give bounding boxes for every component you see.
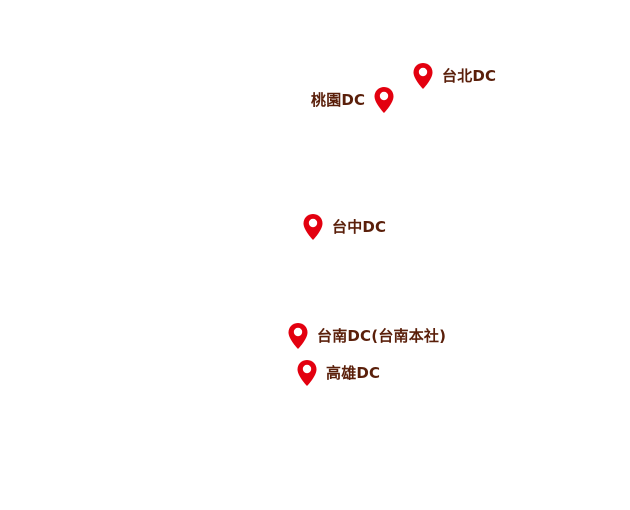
- location-label-tainan: 台南DC(台南本社): [317, 326, 447, 345]
- map-pin-icon: [296, 359, 318, 387]
- map-pin-icon: [287, 322, 309, 350]
- map-pin-icon: [412, 62, 434, 90]
- map-pin-icon: [373, 86, 395, 114]
- location-marker-taoyuan[interactable]: 桃園DC: [311, 86, 395, 114]
- location-label-taoyuan: 桃園DC: [311, 90, 366, 109]
- location-marker-tainan[interactable]: 台南DC(台南本社): [287, 322, 446, 350]
- location-marker-kaohsiung[interactable]: 高雄DC: [296, 359, 380, 387]
- map-pin-icon: [302, 213, 324, 241]
- location-label-kaohsiung: 高雄DC: [326, 363, 381, 382]
- location-marker-taichung[interactable]: 台中DC: [302, 213, 386, 241]
- location-label-taichung: 台中DC: [332, 217, 387, 236]
- location-marker-taipei[interactable]: 台北DC: [412, 62, 496, 90]
- location-label-taipei: 台北DC: [442, 66, 497, 85]
